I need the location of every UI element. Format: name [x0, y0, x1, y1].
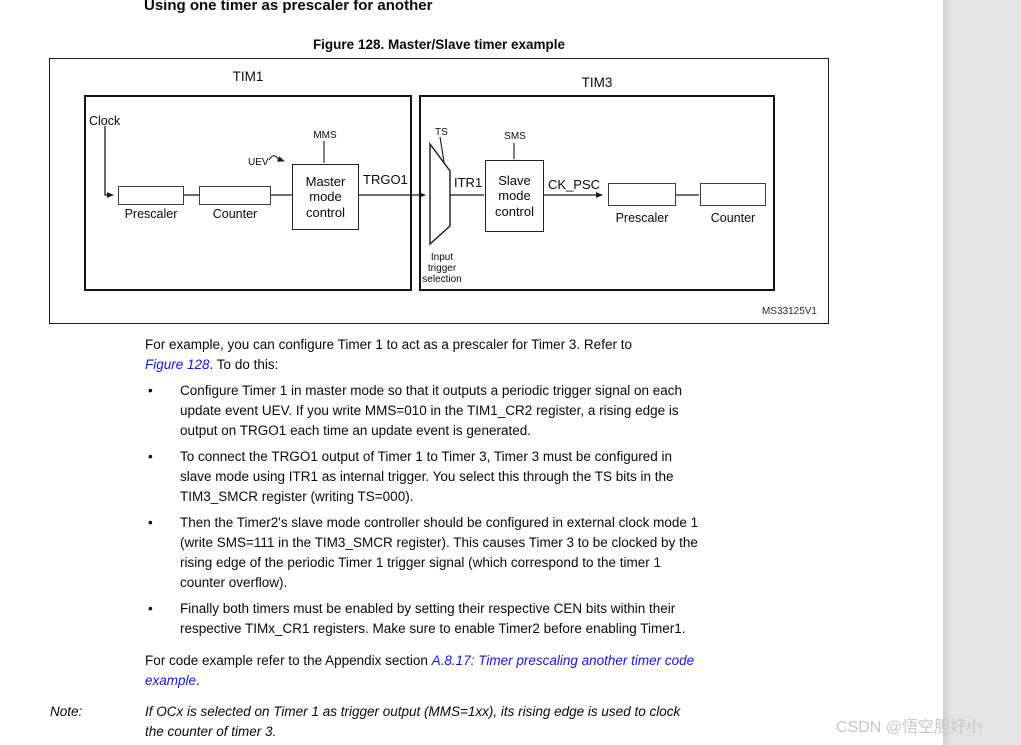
trgo1-label: TRGO1: [363, 172, 408, 187]
ck-psc-label: CK_PSC: [548, 177, 601, 192]
tim1-counter-label: Counter: [212, 207, 258, 221]
bullet-icon: •: [148, 383, 153, 398]
tim1-counter-box: [199, 186, 271, 205]
figure-connections: [104, 126, 699, 246]
bullet-item: • Finally both timers must be enabled by…: [148, 601, 686, 636]
tim3-prescaler-box: [608, 183, 676, 206]
tim3-label: TIM3: [581, 75, 613, 90]
figure-128-link[interactable]: Figure 128: [145, 357, 210, 372]
intro-line: For example, you can configure Timer 1 t…: [145, 337, 632, 352]
tim3-prescaler-label: Prescaler: [615, 211, 669, 225]
note-label: Note:: [50, 704, 83, 719]
tim1-prescaler-box: [118, 186, 184, 205]
bullet-icon: •: [148, 601, 153, 616]
bullet-icon: •: [148, 449, 153, 464]
code-example-paragraph: For code example refer to the Appendix s…: [145, 653, 695, 688]
tim3-block: [419, 95, 775, 291]
tim1-label: TIM1: [232, 69, 264, 84]
tim3-counter-box: [700, 183, 766, 206]
figure-caption: Figure 128. Master/Slave timer example: [312, 37, 566, 52]
figure-reference-code: MS33125V1: [761, 306, 817, 317]
tim3-counter-label: Counter: [710, 211, 756, 225]
viewer-gutter: [943, 0, 1021, 745]
body-text: For example, you can configure Timer 1 t…: [145, 335, 851, 691]
bullet-item: • To connect the TRGO1 output of Timer 1…: [148, 449, 674, 504]
figure-128-diagram: TIM1 TIM3 Clock Prescaler Counter UEV MM…: [49, 58, 829, 324]
tim1-prescaler-label: Prescaler: [124, 207, 178, 221]
appendix-link[interactable]: A.8.17: Timer prescaling another timer c…: [431, 653, 695, 668]
section-title: Using one timer as prescaler for another: [144, 0, 433, 14]
uev-label: UEV: [248, 157, 269, 168]
appendix-link-continued[interactable]: example: [145, 673, 197, 688]
bullet-icon: •: [148, 515, 153, 530]
note-text: If OCx is selected on Timer 1 as trigger…: [145, 704, 681, 739]
ts-label: TS: [435, 127, 448, 138]
clock-label: Clock: [89, 114, 121, 128]
slave-mode-control-box: Slave mode control: [485, 160, 544, 232]
tim1-block: [84, 95, 412, 291]
itr1-label: ITR1: [454, 175, 483, 190]
input-trigger-mux: [429, 141, 451, 246]
bullet-item: • Configure Timer 1 in master mode so th…: [148, 383, 683, 438]
sms-label: SMS: [504, 131, 526, 142]
intro-paragraph: For example, you can configure Timer 1 t…: [145, 335, 851, 375]
csdn-watermark: CSDN @悟空胆好小: [836, 719, 983, 736]
master-mode-control-box: Master mode control: [292, 164, 359, 230]
mms-label: MMS: [313, 130, 337, 141]
input-trigger-selection-label: Input trigger selection: [422, 252, 462, 285]
bullet-item: • Then the Timer2's slave mode controlle…: [148, 515, 699, 590]
intro-line: Figure 128. To do this:: [145, 357, 279, 372]
